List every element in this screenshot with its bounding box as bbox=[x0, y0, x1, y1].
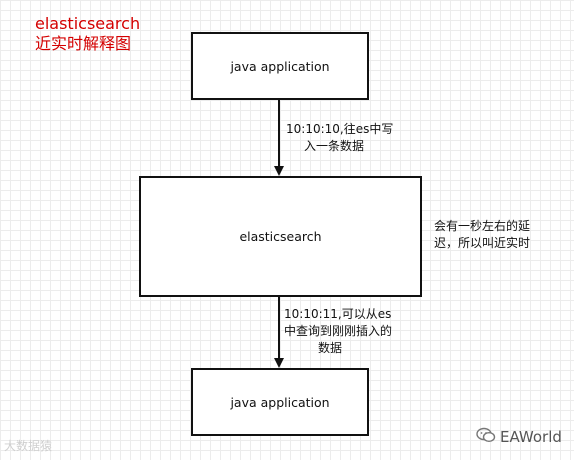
side-note-line: 会有一秒左右的延 bbox=[434, 219, 531, 233]
title-line-1: elasticsearch bbox=[35, 14, 141, 33]
watermark-right-text: EAWorld bbox=[500, 428, 562, 446]
watermark-left: 大数据猿 bbox=[4, 439, 53, 453]
edge-label-read: 10:10:11,可以从es 中查询到刚刚插入的 数据 bbox=[284, 306, 392, 357]
title-line-2: 近实时解释图 bbox=[35, 34, 132, 53]
edge-label-line: 数据 bbox=[318, 341, 343, 355]
watermark-right: EAWorld bbox=[476, 427, 562, 447]
wechat-icon bbox=[476, 427, 496, 447]
edge-label-line: 10:10:10,往es中写 bbox=[286, 122, 394, 136]
edge-label-line: 中查询到刚刚插入的 bbox=[284, 324, 393, 338]
node-java-application-bottom: java application bbox=[191, 368, 369, 436]
side-note-latency: 会有一秒左右的延 迟，所以叫近实时 bbox=[434, 218, 530, 252]
node-label: java application bbox=[230, 58, 330, 74]
edge-label-write: 10:10:10,往es中写 入一条数据 bbox=[286, 121, 393, 155]
side-note-line: 迟，所以叫近实时 bbox=[434, 236, 531, 250]
edge-label-line: 入一条数据 bbox=[304, 139, 365, 153]
node-java-application-top: java application bbox=[191, 32, 369, 100]
diagram-title: elasticsearch 近实时解释图 bbox=[35, 14, 140, 54]
node-elasticsearch: elasticsearch bbox=[139, 176, 422, 297]
node-label: java application bbox=[230, 394, 330, 410]
edge-label-line: 10:10:11,可以从es bbox=[284, 307, 392, 321]
node-label: elasticsearch bbox=[239, 229, 322, 244]
